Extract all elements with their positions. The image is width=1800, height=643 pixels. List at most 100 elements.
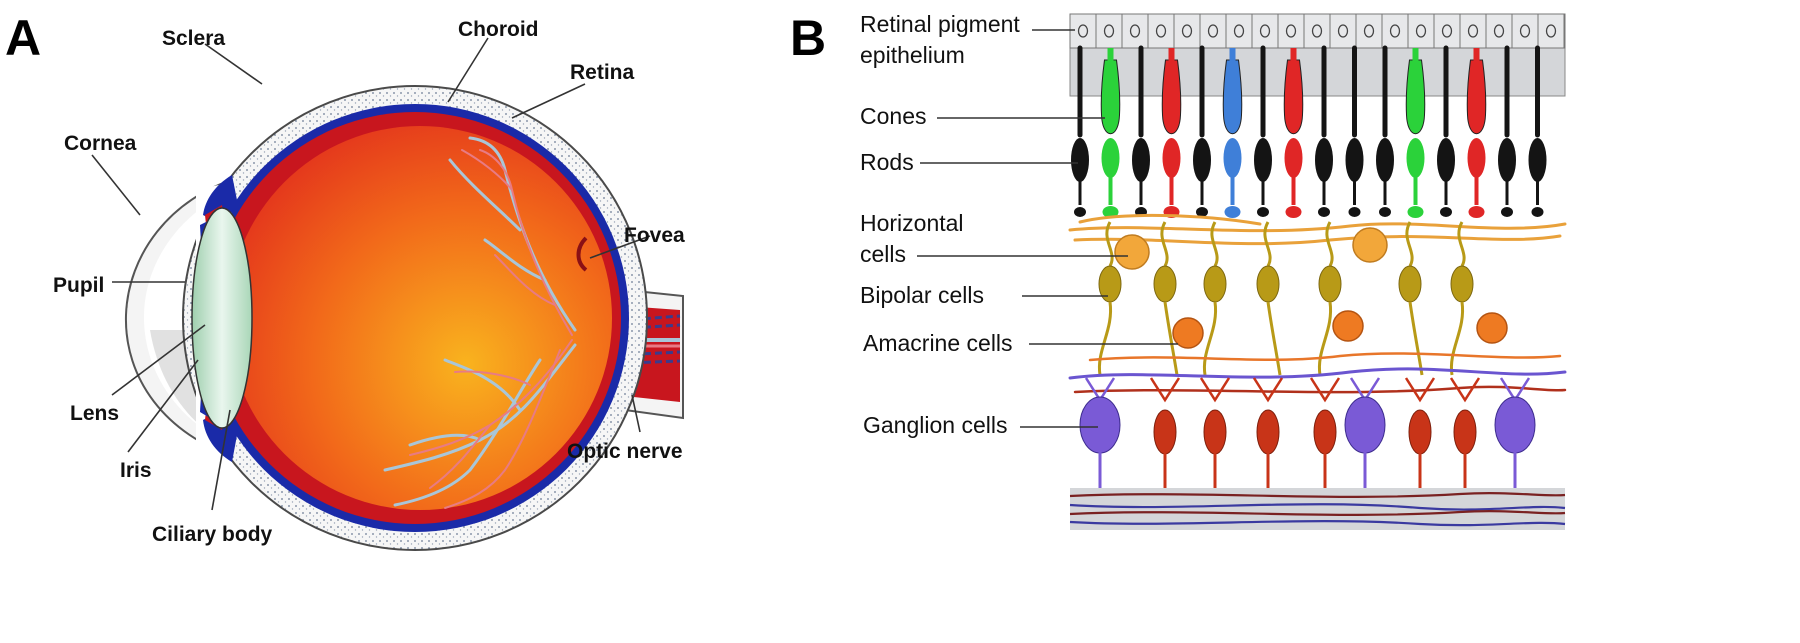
cone-outer-segment <box>1466 59 1487 135</box>
rod-terminal <box>1379 207 1391 217</box>
fovea-pit <box>576 236 588 272</box>
bipolar-cell-body <box>1256 265 1280 303</box>
rod-terminal <box>1196 207 1208 217</box>
bipolar-axon <box>1408 301 1424 376</box>
photoreceptors <box>1071 45 1547 218</box>
rod-cell-body <box>1254 138 1272 182</box>
rpe-nucleus <box>1207 24 1219 38</box>
rod-cell-body <box>1132 138 1150 182</box>
bipolar-axon <box>1449 301 1465 376</box>
cone-outer-segment <box>1100 59 1121 135</box>
rod-cell-body <box>1071 138 1089 182</box>
ganglion-dendrite <box>1404 377 1436 403</box>
rpe-nucleus <box>1337 24 1349 38</box>
rpe-nucleus <box>1493 24 1505 38</box>
cone-pedicle <box>1224 206 1241 218</box>
rod-cell-body <box>1528 138 1547 182</box>
label-amacrine-cells: Amacrine cells <box>863 330 1013 356</box>
bipolar-dendrite <box>1210 221 1219 267</box>
panel-a: A <box>5 10 685 551</box>
horizontal-cell-2 <box>1352 227 1388 263</box>
label-lens: Lens <box>70 402 119 425</box>
cone-pedicle <box>1285 206 1302 218</box>
bipolar-dendrite <box>1325 221 1334 267</box>
ganglion-cell-body <box>1256 409 1280 455</box>
bipolar-cell-body <box>1203 265 1227 303</box>
ganglion-cell-body <box>1408 409 1432 455</box>
rpe-nucleus <box>1129 24 1141 38</box>
ganglion-cell-body <box>1079 396 1121 454</box>
rpe-nucleus <box>1181 24 1193 38</box>
label-ciliary-body: Ciliary body <box>152 523 273 546</box>
lens <box>191 207 253 429</box>
label-rods: Rods <box>860 149 914 175</box>
cone-pedicle <box>1102 206 1119 218</box>
bipolar-dendrite <box>1160 221 1169 267</box>
cone-cell-body <box>1284 138 1303 178</box>
rpe-nucleus <box>1519 24 1531 38</box>
panel-b-leaders <box>917 29 1178 428</box>
rpe-nucleus <box>1077 24 1089 38</box>
rpe-nucleus <box>1545 24 1557 38</box>
ganglion-cell-body <box>1453 409 1477 455</box>
rod-cell-body <box>1376 138 1394 182</box>
rod-terminal <box>1074 207 1086 217</box>
rpe-nucleus <box>1311 24 1323 38</box>
bipolar-cell-body <box>1318 265 1342 303</box>
bipolar-cell-body <box>1450 265 1474 303</box>
rpe-nucleus <box>1259 24 1271 38</box>
bipolar-axon <box>1163 301 1179 376</box>
ganglion-cell-body <box>1203 409 1227 455</box>
ganglion-dendrite <box>1252 377 1284 403</box>
amacrine-cells <box>1172 310 1508 349</box>
cone-cell-body <box>1223 138 1242 178</box>
nerve-fibers <box>1069 492 1566 527</box>
cone-cell-body <box>1467 138 1486 178</box>
panel-b-letter: B <box>790 10 826 66</box>
rpe-nucleus <box>1415 24 1427 38</box>
ganglion-dendrite <box>1449 377 1481 403</box>
cone-outer-segment <box>1222 59 1243 135</box>
label-retina: Retina <box>570 61 635 84</box>
rpe-nucleus <box>1363 24 1375 38</box>
amacrine-cell <box>1476 312 1508 344</box>
rod-terminal <box>1531 207 1544 217</box>
rpe-cell <box>1537 13 1565 49</box>
label-rpe-line2: epithelium <box>860 42 965 68</box>
ganglion-cell-body <box>1344 396 1386 454</box>
label-iris: Iris <box>120 459 152 482</box>
rod-cell-body <box>1498 138 1516 182</box>
panel-a-letter: A <box>5 10 41 66</box>
bipolar-dendrite <box>1405 221 1414 267</box>
retinal-vessels <box>383 136 577 509</box>
rod-cell-body <box>1193 138 1211 182</box>
bipolar-dendrite <box>1105 221 1114 267</box>
rod-terminal <box>1348 207 1361 217</box>
ganglion-cell-body <box>1153 409 1177 455</box>
label-choroid: Choroid <box>458 18 538 41</box>
cone-outer-segment <box>1283 59 1304 135</box>
label-pupil: Pupil <box>53 274 104 297</box>
rod-terminal <box>1501 207 1513 217</box>
ganglion-cells <box>1079 377 1536 492</box>
rod-terminal <box>1440 207 1452 217</box>
ganglion-cell-body <box>1313 409 1337 455</box>
cone-outer-segment <box>1161 59 1182 135</box>
label-horizontal-line2: cells <box>860 241 906 267</box>
bipolar-cell-body <box>1398 265 1422 303</box>
label-ganglion-cells: Ganglion cells <box>863 412 1007 438</box>
eye-illustration <box>124 85 684 551</box>
bipolar-dendrite <box>1263 221 1272 267</box>
bipolar-cell-body <box>1153 265 1177 303</box>
label-fovea: Fovea <box>624 224 685 247</box>
amacrine-cell <box>1332 310 1364 342</box>
cone-pedicle <box>1468 206 1485 218</box>
rpe-nucleus <box>1233 24 1245 38</box>
bipolar-axon <box>1202 301 1218 376</box>
rod-terminal <box>1257 207 1269 217</box>
label-bipolar-cells: Bipolar cells <box>860 282 984 308</box>
cone-cell-body <box>1101 138 1120 178</box>
ganglion-dendrite <box>1309 377 1341 403</box>
bipolar-axon <box>1097 301 1113 376</box>
